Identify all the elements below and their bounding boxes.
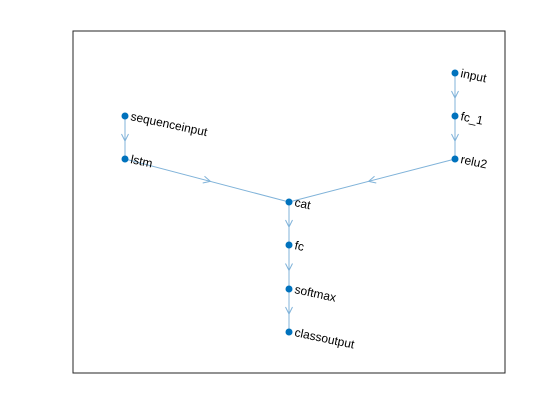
arrowhead-cat-to-fc bbox=[285, 219, 293, 229]
arrowhead-lstm-to-cat bbox=[202, 175, 212, 184]
edges-layer bbox=[121, 73, 459, 332]
node-classoutput[interactable] bbox=[285, 328, 293, 336]
node-label-lstm: lstm bbox=[129, 152, 153, 170]
node-label-cat: cat bbox=[293, 195, 312, 212]
node-cat[interactable] bbox=[285, 198, 293, 206]
node-fc[interactable] bbox=[285, 241, 293, 249]
node-label-relu2: relu2 bbox=[459, 152, 488, 171]
arrowhead-fc-to-softmax bbox=[285, 263, 293, 272]
arrowhead-input-to-fc_1 bbox=[451, 90, 459, 100]
arrowhead-softmax-to-classoutput bbox=[285, 306, 293, 316]
node-label-input: input bbox=[459, 66, 488, 85]
arrowhead-fc_1-to-relu2 bbox=[451, 133, 459, 143]
node-fc_1[interactable] bbox=[451, 112, 459, 120]
node-softmax[interactable] bbox=[285, 285, 293, 293]
arrowhead-relu2-to-cat bbox=[367, 175, 377, 184]
node-relu2[interactable] bbox=[451, 155, 459, 163]
node-input[interactable] bbox=[451, 69, 459, 77]
edge-relu2-to-cat bbox=[288, 158, 456, 203]
node-lstm[interactable] bbox=[121, 155, 129, 163]
node-label-fc: fc bbox=[293, 238, 305, 254]
edge-lstm-to-cat bbox=[124, 158, 290, 203]
node-sequenceinput[interactable] bbox=[121, 112, 129, 120]
nodes-layer bbox=[121, 69, 459, 336]
arrowhead-sequenceinput-to-lstm bbox=[121, 133, 129, 143]
node-label-fc_1: fc_1 bbox=[459, 109, 484, 127]
